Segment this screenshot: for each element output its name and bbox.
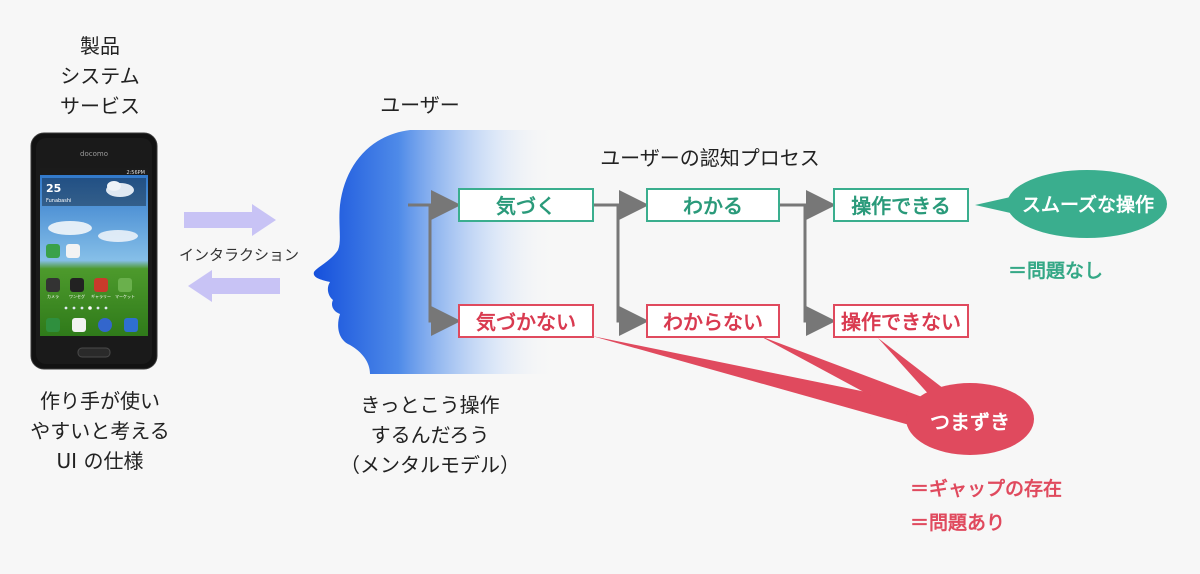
step-not-understand: わからない	[646, 304, 780, 338]
product-caption-line-1: 作り手が使い	[40, 389, 160, 413]
user-caption-line-1: きっとこう操作	[360, 393, 500, 417]
app-label-oneseg: ワンセグ	[69, 293, 85, 299]
app-label-market: マーケット	[115, 293, 135, 299]
user-caption-line-3: （メンタルモデル）	[340, 453, 520, 477]
stumble-bubble	[906, 383, 1034, 455]
stumble-note-problem: ＝問題あり	[910, 512, 1006, 534]
product-caption-line-2: やすいと考える	[30, 419, 170, 443]
browser-dock-icon	[98, 318, 112, 332]
product-line-1: 製品	[80, 34, 120, 58]
step-operate: 操作できる	[833, 188, 969, 222]
user-caption: きっとこう操作 するんだろう （メンタルモデル）	[330, 390, 530, 480]
right-arrow-icon	[184, 204, 276, 236]
tv-icon	[70, 278, 84, 292]
product-caption: 作り手が使い やすいと考える UI の仕様	[10, 386, 190, 476]
message-dock-icon	[72, 318, 86, 332]
step-not-notice: 気づかない	[458, 304, 594, 338]
stumble-note-gap: ＝ギャップの存在	[910, 478, 1063, 500]
phone-widget-time: 25	[46, 182, 61, 195]
process-title: ユーザーの認知プロセス	[600, 146, 820, 170]
phone-widget-place: Funabashi	[46, 198, 71, 204]
mail-icon	[66, 244, 80, 258]
product-line-2: システム	[60, 64, 140, 88]
stumble-label: つまずき	[930, 410, 1010, 434]
camera-icon	[46, 278, 60, 292]
interaction-arrows	[184, 204, 280, 302]
step-understand: わかる	[646, 188, 780, 222]
interaction-label: インタラクション	[178, 246, 299, 264]
smooth-note: ＝問題なし	[1008, 260, 1104, 282]
step-notice: 気づく	[458, 188, 594, 222]
phone-dock-icon	[46, 318, 60, 332]
smartphone-image: docomo 2:56PM 25 Funabashi カメラ ワンセグ ギャラリ…	[30, 132, 158, 370]
product-label: 製品 システム サービス	[40, 31, 160, 121]
app-label-camera: カメラ	[47, 293, 59, 299]
gallery-icon	[94, 278, 108, 292]
smooth-bubble	[1007, 170, 1167, 238]
smooth-label: スムーズな操作	[1021, 194, 1155, 216]
step-cannot-operate: 操作できない	[833, 304, 969, 338]
product-caption-line-3: UI の仕様	[56, 449, 144, 473]
smartphone-drawing: docomo 2:56PM 25 Funabashi カメラ ワンセグ ギャラリ…	[30, 132, 158, 370]
market-icon	[118, 278, 132, 292]
left-arrow-icon	[188, 270, 280, 302]
user-title: ユーザー	[380, 93, 460, 117]
phone-clock: 2:56PM	[126, 170, 145, 176]
user-caption-line-2: するんだろう	[370, 423, 490, 447]
apps-dock-icon	[124, 318, 138, 332]
phone-call-icon	[46, 244, 60, 258]
phone-carrier: docomo	[80, 150, 108, 158]
app-label-gallery: ギャラリー	[91, 293, 111, 299]
product-line-3: サービス	[60, 94, 140, 118]
